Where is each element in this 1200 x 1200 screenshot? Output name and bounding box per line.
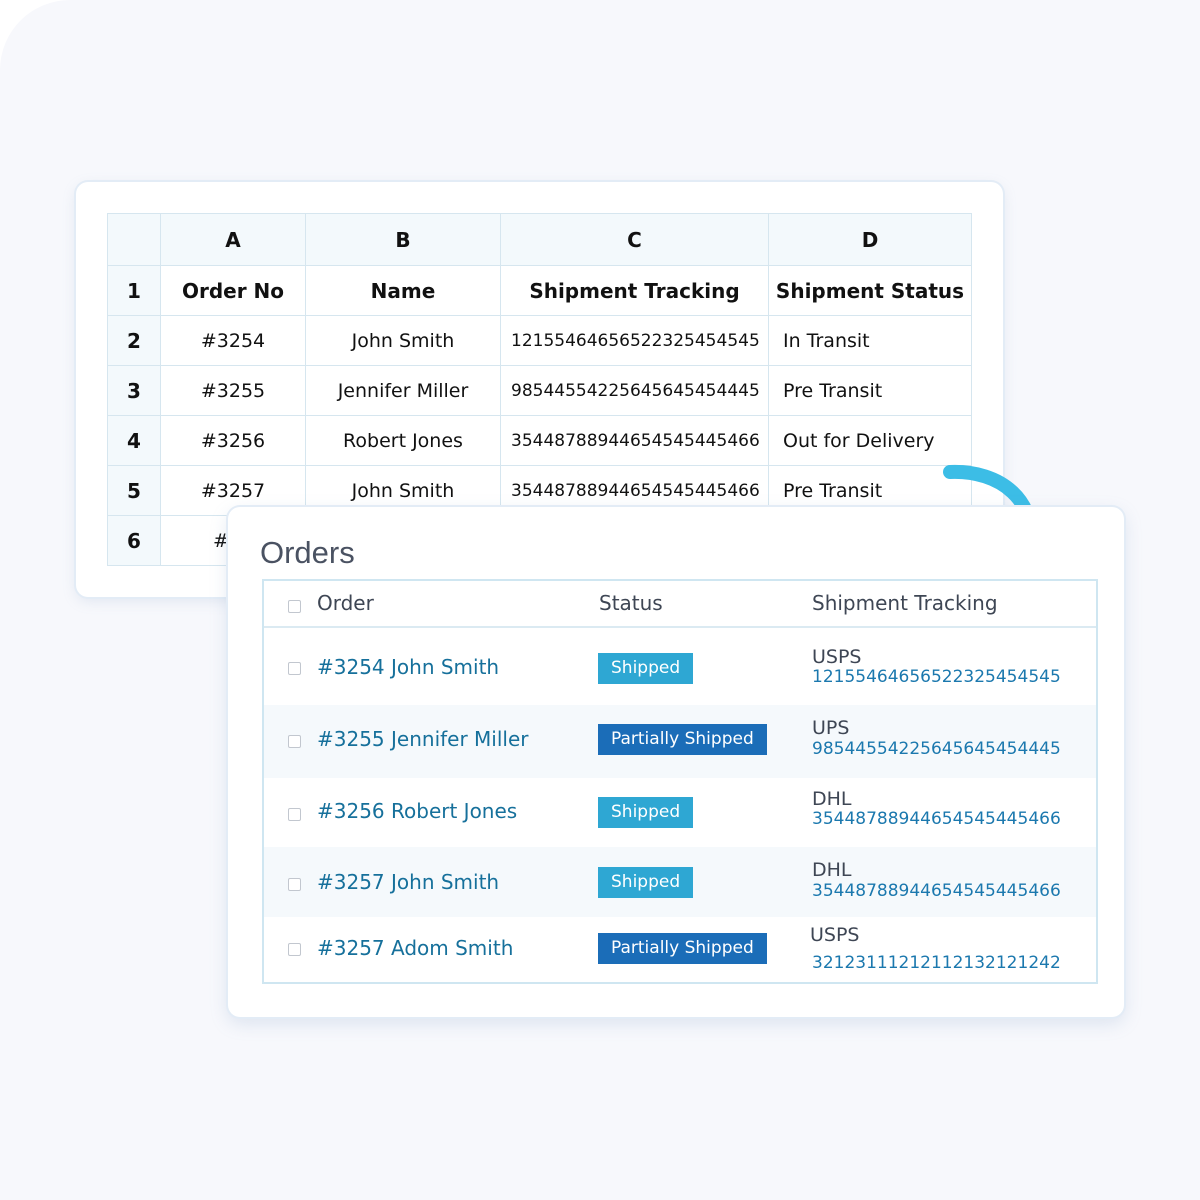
row-number[interactable]: 6 [107, 515, 161, 566]
carrier-label: DHL [812, 788, 852, 810]
status-badge: Shipped [598, 867, 694, 898]
order-link[interactable]: #3255 Jennifer Miller [317, 727, 529, 751]
column-header-d[interactable]: D [768, 213, 972, 266]
status-badge: Partially Shipped [598, 724, 767, 755]
tracking-number-link[interactable]: 35448788944654545445466 [812, 881, 1061, 901]
sheet-row: 4 #3256 Robert Jones 3544878894465454544… [107, 415, 972, 466]
cell-order[interactable]: #3256 [160, 415, 306, 466]
row-number[interactable]: 3 [107, 365, 161, 416]
column-header-row: A B C D [107, 213, 972, 266]
row-checkbox[interactable] [288, 808, 301, 821]
column-header-a[interactable]: A [160, 213, 306, 266]
status-badge: Partially Shipped [598, 933, 767, 964]
spreadsheet-card: A B C D 1 Order No Name Shipment Trackin… [76, 182, 1003, 597]
status-badge: Shipped [598, 797, 694, 828]
row-checkbox[interactable] [288, 662, 301, 675]
orders-table-header: Order Status Shipment Tracking [264, 581, 1096, 628]
cell-tracking[interactable]: 98544554225645645454445 [500, 365, 769, 416]
order-link[interactable]: #3257 Adom Smith [317, 936, 514, 960]
orders-table: Order Status Shipment Tracking #3254 Joh… [262, 579, 1098, 984]
cell-status[interactable]: Out for Delivery [768, 415, 972, 466]
tracking-number-link[interactable]: 35448788944654545445466 [812, 809, 1061, 829]
cell-name-header[interactable]: Name [305, 265, 501, 316]
cell-name[interactable]: Robert Jones [305, 415, 501, 466]
carrier-label: UPS [812, 717, 850, 739]
cell-tracking[interactable]: 35448788944654545445466 [500, 415, 769, 466]
order-row[interactable]: #3254 John Smith Shipped USPS 1215546465… [264, 628, 1096, 705]
carrier-label: USPS [810, 924, 860, 946]
column-header-tracking[interactable]: Shipment Tracking [812, 591, 998, 615]
tracking-number-link[interactable]: 32123111212112132121242 [812, 953, 1061, 973]
cell-order[interactable]: #3255 [160, 365, 306, 416]
orders-panel: Orders Order Status Shipment Tracking #3… [228, 507, 1124, 1017]
column-header-status[interactable]: Status [599, 591, 663, 615]
order-row[interactable]: #3257 Adom Smith Partially Shipped USPS … [264, 917, 1096, 982]
sheet-row: 2 #3254 John Smith 121554646565223254545… [107, 315, 972, 366]
order-row[interactable]: #3255 Jennifer Miller Partially Shipped … [264, 705, 1096, 778]
column-header-b[interactable]: B [305, 213, 501, 266]
row-number[interactable]: 1 [107, 265, 161, 316]
row-number[interactable]: 2 [107, 315, 161, 366]
order-link[interactable]: #3257 John Smith [317, 870, 500, 894]
corner-cell[interactable] [107, 213, 161, 266]
row-number[interactable]: 5 [107, 465, 161, 516]
carrier-label: USPS [812, 646, 862, 668]
status-badge: Shipped [598, 653, 694, 684]
orders-title: Orders [260, 535, 355, 570]
order-row[interactable]: #3256 Robert Jones Shipped DHL 354487889… [264, 778, 1096, 847]
column-header-c[interactable]: C [500, 213, 769, 266]
cell-name[interactable]: John Smith [305, 315, 501, 366]
carrier-label: DHL [812, 859, 852, 881]
row-checkbox[interactable] [288, 878, 301, 891]
order-link[interactable]: #3256 Robert Jones [317, 799, 518, 823]
tracking-number-link[interactable]: 12155464656522325454545 [812, 667, 1061, 687]
tracking-number-link[interactable]: 98544554225645645454445 [812, 739, 1061, 759]
sheet-row: 3 #3255 Jennifer Miller 9854455422564564… [107, 365, 972, 416]
row-checkbox[interactable] [288, 735, 301, 748]
sheet-row-1: 1 Order No Name Shipment Tracking Shipme… [107, 265, 972, 316]
cell-order[interactable]: #3254 [160, 315, 306, 366]
cell-name[interactable]: Jennifer Miller [305, 365, 501, 416]
select-all-checkbox[interactable] [288, 600, 301, 613]
row-number[interactable]: 4 [107, 415, 161, 466]
cell-status[interactable]: Pre Transit [768, 365, 972, 416]
cell-status[interactable]: In Transit [768, 315, 972, 366]
cell-order-no-header[interactable]: Order No [160, 265, 306, 316]
cell-tracking[interactable]: 12155464656522325454545 [500, 315, 769, 366]
cell-tracking-header[interactable]: Shipment Tracking [500, 265, 769, 316]
order-row[interactable]: #3257 John Smith Shipped DHL 35448788944… [264, 847, 1096, 917]
order-link[interactable]: #3254 John Smith [317, 655, 500, 679]
column-header-order[interactable]: Order [317, 591, 374, 615]
row-checkbox[interactable] [288, 943, 301, 956]
cell-status-header[interactable]: Shipment Status [768, 265, 972, 316]
